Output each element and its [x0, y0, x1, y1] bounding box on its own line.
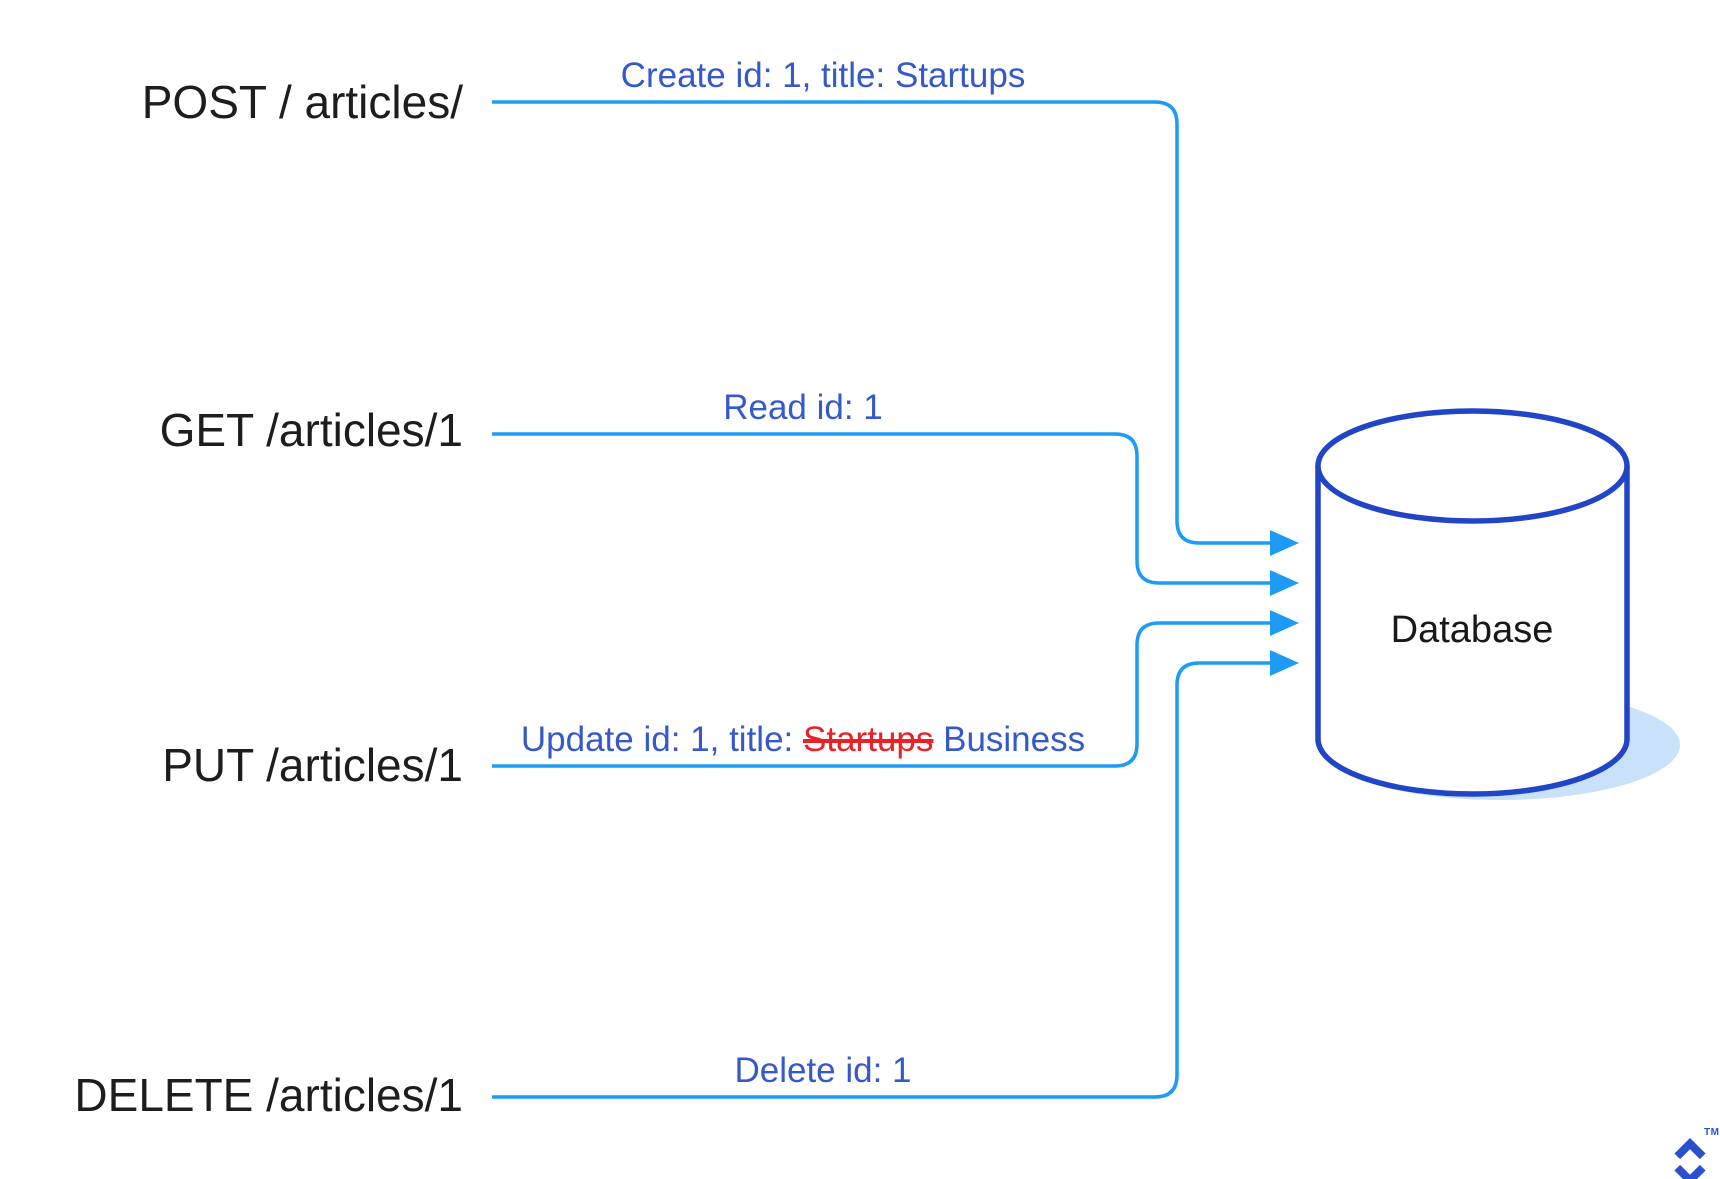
update-label-struck-word: Startups [803, 720, 934, 759]
flow-line-put [492, 621, 1272, 768]
update-label-suffix: Business [943, 720, 1086, 759]
flow-line-get [492, 432, 1272, 585]
trademark-label: TM [1704, 1127, 1720, 1138]
arrowhead-post-icon [1270, 530, 1299, 556]
database-cylinder-body [1315, 466, 1630, 797]
flow-label-read: Read id: 1 [723, 388, 883, 427]
arrowhead-put-icon [1270, 610, 1299, 636]
flow-label-delete: Delete id: 1 [734, 1051, 912, 1090]
flow-label-create: Create id: 1, title: Startups [620, 56, 1026, 95]
flow-label-update: Update id: 1, title: Startups Business [521, 720, 1085, 760]
method-label-put: PUT /articles/1 [162, 739, 463, 791]
method-label-get: GET /articles/1 [159, 404, 463, 456]
method-label-post: POST / articles/ [141, 76, 463, 128]
update-label-prefix: Update id: 1, title: [520, 720, 794, 759]
toptal-logo-icon [1674, 1137, 1706, 1179]
flow-line-delete [492, 661, 1272, 1099]
arrowhead-get-icon [1270, 570, 1299, 596]
database-cylinder-top [1315, 408, 1630, 524]
method-label-delete: DELETE /articles/1 [74, 1069, 463, 1121]
flow-line-post [492, 100, 1272, 545]
arrowhead-delete-icon [1270, 650, 1299, 676]
database-label: Database [1390, 609, 1554, 651]
